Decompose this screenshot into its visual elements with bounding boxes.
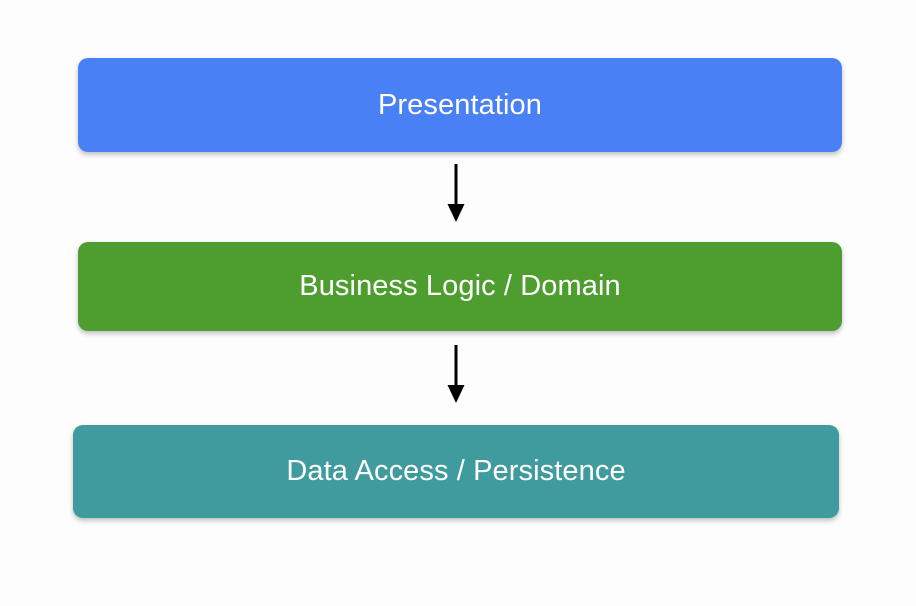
layer-box-business-logic[interactable]: Business Logic / Domain [78,242,842,331]
arrow-presentation-to-business [436,164,476,226]
layer-box-presentation[interactable]: Presentation [78,58,842,152]
arrow-business-to-data [436,345,476,408]
layer-label-presentation: Presentation [377,88,543,121]
layer-box-data-access[interactable]: Data Access / Persistence [73,425,839,518]
arrow-down-icon [447,345,465,403]
arrow-down-icon [447,164,465,222]
layer-label-business-logic: Business Logic / Domain [299,270,621,302]
layer-label-data-access: Data Access / Persistence [286,455,626,487]
